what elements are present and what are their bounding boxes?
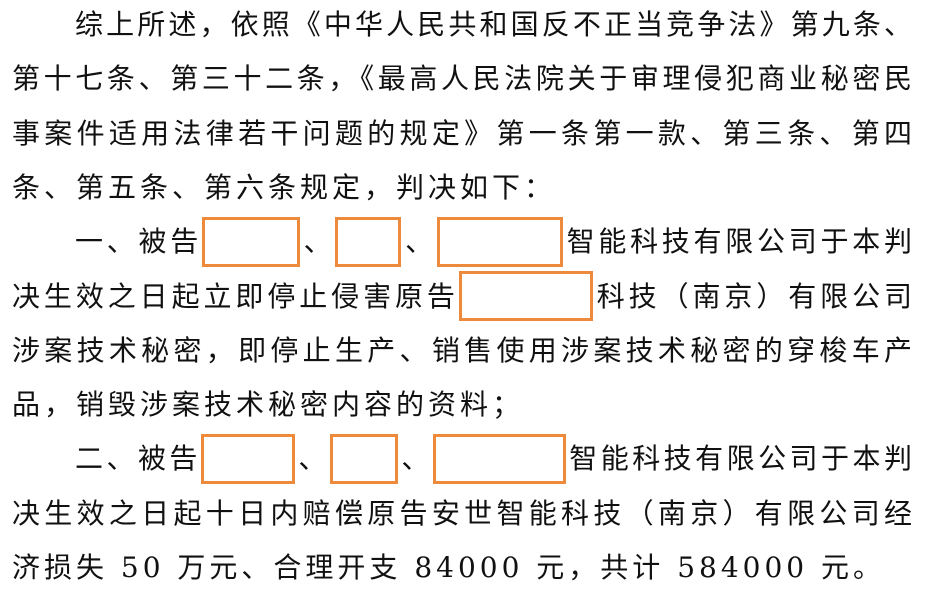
text-segment: 品，销毁涉案技术秘密内容的资料； xyxy=(12,388,525,422)
text-line: 条、第五条、第六条规定，判决如下： xyxy=(12,161,912,215)
redaction-box xyxy=(432,433,566,484)
text-line: 济损失 50 万元、合理开支 84000 元，共计 584000 元。 xyxy=(12,541,912,595)
text-segment: 涉案技术秘密，即停止生产、销售使用涉案技术秘密的穿梭车产 xyxy=(12,333,912,367)
text-segment: 、 xyxy=(397,442,433,476)
text-line: 决生效之日起立即停止侵害原告 科技（南京）有限公司 xyxy=(12,270,912,324)
text-line: 第十七条、第三十二条，《最高人民法院关于审理侵犯商业秘密民 xyxy=(12,52,912,106)
redaction-box xyxy=(329,433,398,484)
text-line: 涉案技术秘密，即停止生产、销售使用涉案技术秘密的穿梭车产 xyxy=(12,324,912,378)
redaction-box xyxy=(200,433,295,484)
text-segment: 决生效之日起立即停止侵害原告 xyxy=(12,279,459,313)
text-segment: 济损失 50 万元、合理开支 84000 元，共计 584000 元。 xyxy=(12,551,885,584)
redaction-box xyxy=(458,271,593,321)
redaction-box xyxy=(201,216,300,267)
text-segment: 决生效之日起十日内赔偿原告安世智能科技（南京）有限公司经 xyxy=(12,496,912,530)
text-line: 一、被告 、 、 智能科技有限公司于本判 xyxy=(75,215,912,269)
text-segment: 、 xyxy=(299,225,336,259)
text-segment: 智能科技有限公司于本判 xyxy=(565,442,912,476)
text-segment: 一、被告 xyxy=(75,225,202,259)
text-line: 决生效之日起十日内赔偿原告安世智能科技（南京）有限公司经 xyxy=(12,487,912,541)
redaction-box xyxy=(335,216,402,267)
text-segment: 二、被告 xyxy=(75,442,201,476)
redaction-box xyxy=(436,216,563,267)
text-segment: 条、第五条、第六条规定，判决如下： xyxy=(12,170,557,204)
text-line: 品，销毁涉案技术秘密内容的资料； xyxy=(12,378,912,432)
text-line: 二、被告 、 、 智能科技有限公司于本判 xyxy=(75,432,912,486)
text-segment: 科技（南京）有限公司 xyxy=(592,279,912,313)
text-segment: 第十七条、第三十二条，《最高人民法院关于审理侵犯商业秘密民 xyxy=(12,62,912,96)
text-segment: 、 xyxy=(294,442,330,476)
text-segment: 智能科技有限公司于本判 xyxy=(562,225,912,259)
text-line: 综上所述，依照《中华人民共和国反不正当竞争法》第九条、 xyxy=(75,0,912,52)
text-segment: 综上所述，依照《中华人民共和国反不正当竞争法》第九条、 xyxy=(75,8,912,41)
text-line: 事案件适用法律若干问题的规定》第一条第一款、第三条、第四 xyxy=(12,107,912,161)
text-segment: 、 xyxy=(401,225,437,259)
text-segment: 事案件适用法律若干问题的规定》第一条第一款、第三条、第四 xyxy=(12,116,912,150)
